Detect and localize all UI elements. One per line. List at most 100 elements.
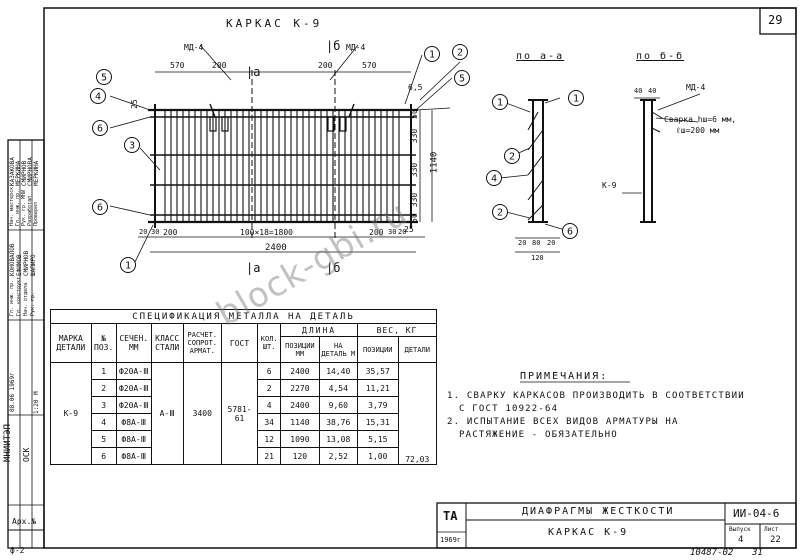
k9-label: К-9	[602, 181, 617, 190]
spec-w-pos: 15,31	[356, 413, 399, 431]
section-a	[499, 97, 566, 253]
frame-title: КАРКАС К-9	[226, 17, 323, 30]
spec-len-pos: 120	[280, 447, 320, 465]
note-line: 2. ИСПЫТАНИЕ ВСЕХ ВИДОВ АРМАТУРЫ НА	[447, 417, 679, 427]
spec-len-det: 13,08	[318, 430, 358, 448]
spec-h-length: ДЛИНА	[280, 323, 358, 337]
spec-w-pos: 11,21	[356, 379, 399, 397]
callout-circle	[92, 120, 108, 136]
title-block-issue: 4	[738, 535, 744, 545]
spec-h-weight: ВЕС, КГ	[356, 323, 438, 337]
section-a-title: по а-а	[516, 51, 565, 62]
section-b-title: по б-б	[636, 51, 685, 62]
note-line: РАСТЯЖЕНИЕ - ОБЯЗАТЕЛЬНО	[459, 430, 618, 440]
title-block-code: ИИ-04-6	[733, 507, 780, 520]
title-block-sheet-label: Лист	[764, 526, 779, 533]
dim-bottom-20-right: 20	[398, 228, 407, 236]
cut-marker-a-bottom: |а	[246, 261, 261, 275]
table-row: К-9 1 Ф20А-Ⅲ А-Ⅲ 3400 5781-61 6 2400 14,…	[50, 362, 438, 465]
title-block-title: ДИАФРАГМЫ ЖЕСТКОСТИ	[522, 506, 675, 517]
spec-len-det: 38,76	[318, 413, 358, 431]
title-block-sheet: 22	[770, 535, 781, 545]
callout-number: 4	[95, 92, 101, 103]
spec-klass: А-Ⅲ	[150, 362, 184, 465]
spec-h-gost: ГОСТ	[220, 323, 259, 363]
archive-label: Арх.№	[12, 517, 37, 526]
spec-len-det: 2,52	[318, 447, 358, 465]
dim-right-330-b: 330	[410, 162, 420, 178]
spec-h-marka: МАРКА ДЕТАЛИ	[50, 323, 92, 363]
callout-circle	[504, 148, 520, 164]
spec-section: Ф20А-Ⅲ	[115, 362, 152, 380]
role-label: Гл. инж. пр.	[9, 279, 15, 316]
person-name: ШАПИРО	[30, 254, 37, 276]
spec-len-pos: 2400	[280, 396, 320, 414]
spec-h-len-det: НА ДЕТАЛЬ М	[318, 336, 358, 363]
table-row: 6 Ф8А-Ⅲ 21 120 2,52 1,00	[51, 447, 437, 465]
spec-w-pos: 5,15	[356, 430, 399, 448]
mark-md4-right: МД-4	[346, 43, 366, 52]
spec-pos: 4	[90, 413, 117, 431]
left-strip	[7, 139, 45, 549]
spec-qty: 2	[257, 379, 282, 397]
title-block	[436, 502, 797, 549]
callout-number: 6	[567, 227, 573, 238]
role-label: Гл. конструкт.	[16, 273, 22, 316]
frame-vertical-bars	[164, 110, 400, 222]
dim-6-5: 6,5	[408, 83, 423, 92]
cut-marker-b-bottom: |б	[326, 261, 341, 275]
spec-section: Ф8А-Ⅲ	[115, 430, 152, 448]
spec-section: Ф8А-Ⅲ	[115, 447, 152, 465]
callout-number: 1	[497, 98, 503, 109]
spec-len-pos: 2270	[280, 379, 320, 397]
scale-value: 1:20	[33, 399, 40, 414]
callout-circle	[486, 170, 502, 186]
callout-number: 5	[101, 73, 107, 84]
section-a-dim-20-right: 20	[547, 239, 556, 247]
spec-pos: 3	[90, 396, 117, 414]
spec-qty: 12	[257, 430, 282, 448]
spec-len-det: 9,60	[318, 396, 358, 414]
mark-md4-section-b: МД-4	[686, 83, 706, 92]
archive-sheet-number: 31	[752, 548, 763, 558]
callout-circle	[124, 137, 140, 153]
callout-circle	[90, 88, 106, 104]
spec-section: Ф8А-Ⅲ	[115, 413, 152, 431]
spec-pos: 2	[90, 379, 117, 397]
cut-marker-a-top: |а	[246, 65, 261, 79]
sheet-number-box	[759, 7, 797, 35]
dim-right-50-bottom: 50	[409, 213, 419, 223]
format-label: ф-2	[10, 546, 25, 555]
spec-len-det: 4,54	[318, 379, 358, 397]
table-row: 3 Ф20А-Ⅲ 4 2400 9,60 3,79	[51, 396, 437, 414]
notes-title: ПРИМЕЧАНИЯ:	[520, 371, 609, 382]
callout-number: 1	[573, 94, 579, 105]
spec-qty: 6	[257, 362, 282, 380]
dim-bottom-20-left: 20	[139, 228, 148, 236]
spec-h-section: СЕЧЕН. ММ	[115, 323, 152, 363]
spec-gost: 5781-61	[220, 362, 259, 465]
org-name: МНИИТЭП	[3, 424, 13, 462]
callout-circle	[120, 257, 136, 273]
dim-bottom-30-left: 30	[151, 228, 160, 236]
dim-top-570-right: 570	[362, 61, 377, 70]
dim-top-200-left: 200	[212, 61, 227, 70]
callout-circle	[492, 94, 508, 110]
section-b-dim-40-right: 40	[648, 87, 657, 95]
spec-qty: 4	[257, 396, 282, 414]
title-block-year: 1969г	[440, 536, 462, 544]
spec-h-klass: КЛАСС СТАЛИ	[150, 323, 184, 363]
dim-right-330-a: 330	[410, 128, 420, 144]
dim-bottom-span: 100×18=1800	[240, 228, 293, 237]
role-label: Нач. отдела	[23, 282, 29, 316]
callout-number: 1	[429, 50, 435, 61]
dim-right-330-c: 330	[410, 192, 420, 208]
role-label: Проверил	[33, 201, 39, 226]
role-label: Рук. гр.	[30, 291, 36, 316]
cut-marker-b-top: |б	[326, 39, 341, 53]
date-label: 08.06 1969г	[9, 372, 16, 412]
section-b	[622, 93, 701, 223]
